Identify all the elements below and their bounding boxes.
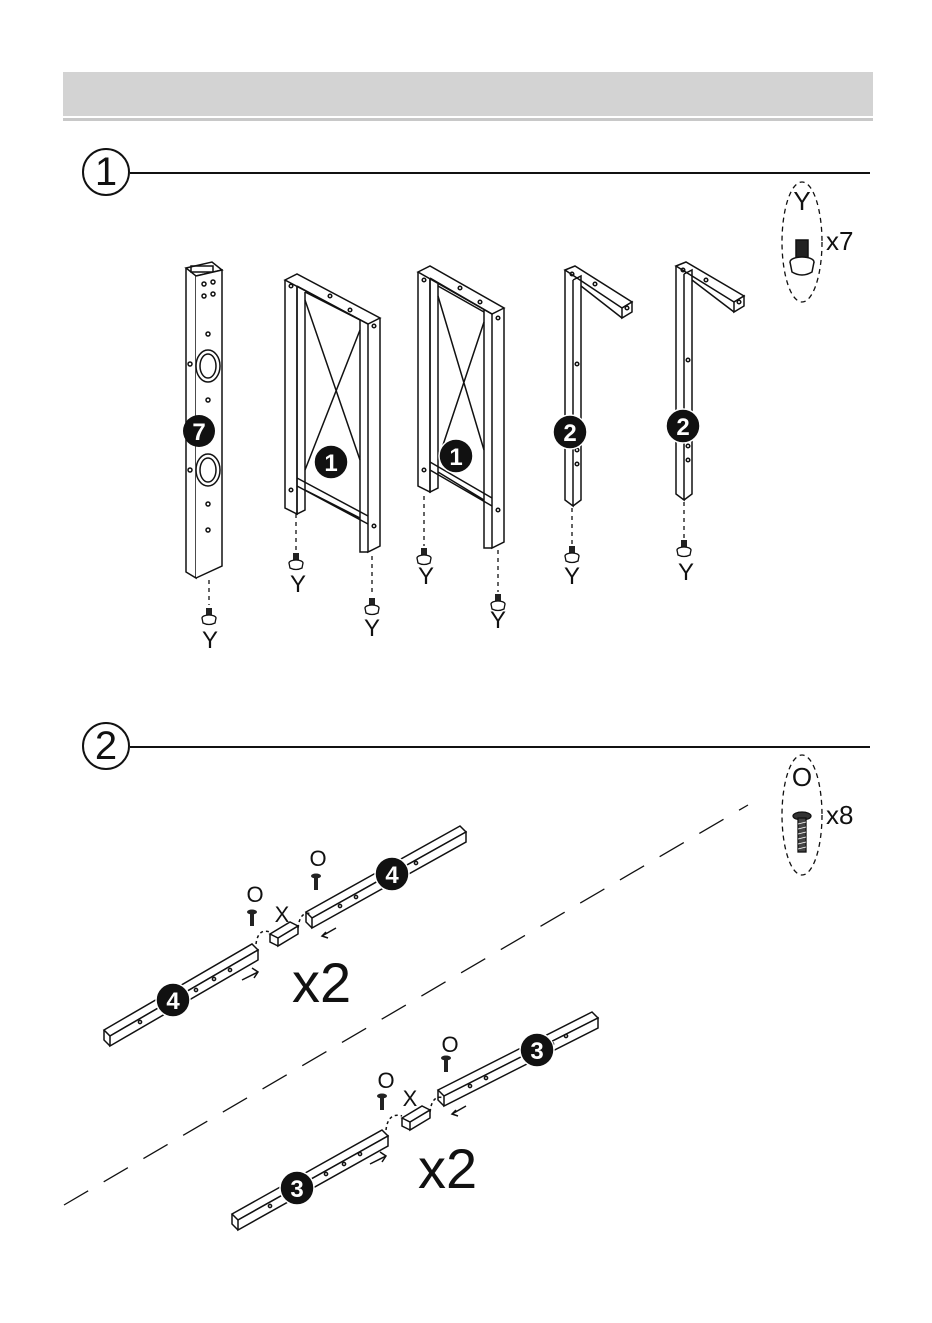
rail-badge-4-left: 4 (156, 983, 190, 1017)
hardware-o-letter: O (792, 762, 812, 792)
svg-text:Y: Y (290, 571, 306, 598)
leveling-foot-icon (202, 540, 691, 625)
part-badge-1b: 1 (439, 439, 473, 473)
hardware-y-letter: Y (793, 186, 810, 216)
svg-text:O: O (441, 1032, 458, 1057)
svg-text:1: 1 (324, 450, 337, 477)
foot-labels: Y Y Y Y Y Y Y (202, 559, 694, 654)
bracket-part-2b (676, 262, 744, 500)
svg-text:Y: Y (490, 607, 506, 634)
hardware-o-qty: x8 (826, 800, 853, 830)
bracket-part-2a (565, 266, 632, 506)
svg-text:O: O (246, 882, 263, 907)
bolt-icon (793, 812, 811, 852)
part-badge-7: 7 (183, 415, 215, 447)
svg-text:2: 2 (563, 420, 576, 447)
svg-text:Y: Y (418, 563, 434, 590)
svg-text:2: 2 (676, 414, 689, 441)
frame-part-1b (418, 266, 504, 548)
part-badge-2b: 2 (666, 409, 700, 443)
part-badge-1a: 1 (314, 445, 348, 479)
hardware-y-qty: x7 (826, 226, 853, 256)
svg-text:7: 7 (192, 419, 205, 446)
svg-text:O: O (377, 1068, 394, 1093)
svg-text:4: 4 (385, 862, 399, 889)
svg-text:X: X (403, 1086, 418, 1111)
rail-3-right (438, 1012, 598, 1106)
svg-text:3: 3 (530, 1038, 543, 1065)
svg-text:X: X (275, 902, 290, 927)
svg-text:Y: Y (564, 563, 580, 590)
frame-part-1a (285, 274, 380, 552)
rail-badge-3-left: 3 (280, 1171, 314, 1205)
repeat-label-lower: x2 (418, 1137, 477, 1200)
svg-text:3: 3 (290, 1176, 303, 1203)
foot-hardware-icon (790, 240, 814, 275)
part-badge-2a: 2 (553, 415, 587, 449)
svg-text:Y: Y (678, 559, 694, 586)
repeat-label-upper: x2 (292, 951, 351, 1014)
rail-badge-4-right: 4 (375, 857, 409, 891)
svg-text:Y: Y (202, 627, 218, 654)
svg-text:1: 1 (449, 444, 462, 471)
svg-text:4: 4 (166, 988, 180, 1015)
rail-badge-3-right: 3 (520, 1033, 554, 1067)
svg-text:Y: Y (364, 615, 380, 642)
svg-text:O: O (309, 846, 326, 871)
